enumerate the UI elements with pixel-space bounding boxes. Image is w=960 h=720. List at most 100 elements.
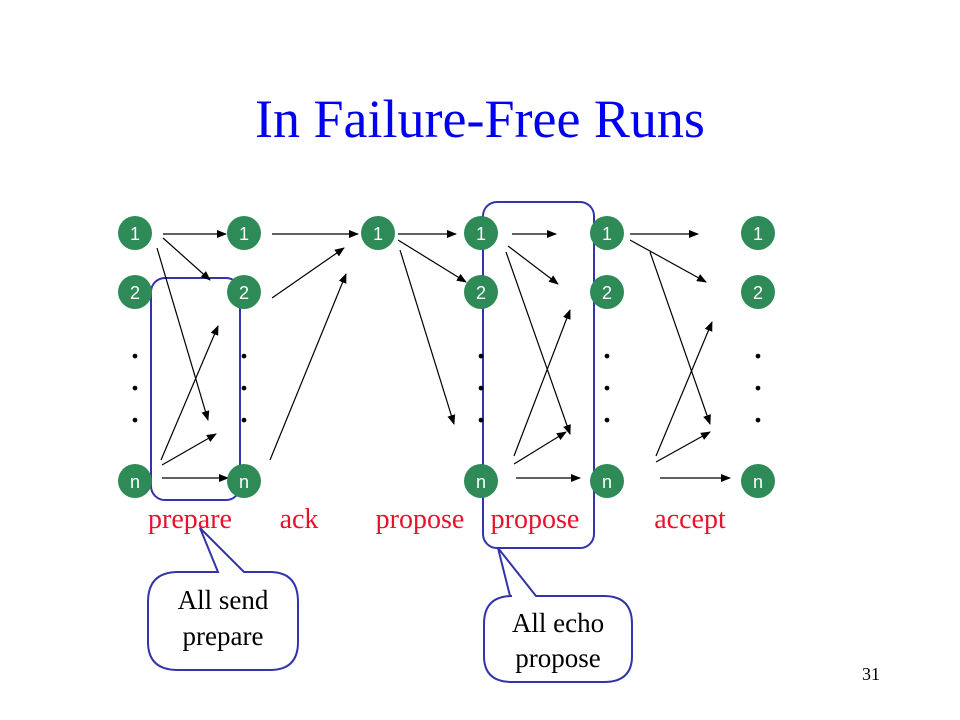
node-label: 1	[239, 224, 249, 244]
node-label: 2	[602, 283, 612, 303]
node-c1-two: 2	[118, 275, 152, 309]
node-circle	[741, 216, 775, 250]
ellipsis-dot: .	[130, 354, 140, 399]
node-circle	[118, 275, 152, 309]
ellipsis-dot: .	[602, 322, 612, 367]
node-label: 2	[239, 283, 249, 303]
message-arrow	[271, 247, 345, 299]
message-arrow	[156, 247, 210, 421]
ellipsis-dot: .	[239, 322, 249, 367]
phase-label-propose: propose	[491, 504, 580, 535]
message-arrow	[655, 321, 713, 457]
ellipsis-dot: .	[130, 322, 140, 367]
node-c2-one: 1	[227, 216, 261, 250]
node-label: 1	[753, 224, 763, 244]
ellipsis-dot: .	[239, 386, 249, 431]
node-circle	[118, 216, 152, 250]
node-label: 1	[373, 224, 383, 244]
message-arrow	[162, 237, 211, 281]
page-title: In Failure-Free Runs	[255, 89, 705, 149]
ellipsis-dot: .	[476, 354, 486, 399]
callout-1-line-1: All send	[178, 585, 269, 615]
node-circle	[590, 464, 624, 498]
node-circle	[590, 216, 624, 250]
callout-all-send-prepare: All send prepare	[147, 527, 299, 671]
node-c5-two: 2	[590, 275, 624, 309]
node-label: 2	[130, 283, 140, 303]
ellipsis-dot: .	[239, 354, 249, 399]
message-arrow	[399, 249, 456, 425]
node-c1-n: n	[118, 464, 152, 498]
process-nodes: 1 2 n... 1 2 n... 1 1 2 n... 1 2 n... 1 2 n...	[118, 216, 775, 498]
phase-label-propose: propose	[376, 504, 465, 535]
prepare-highlight-box	[150, 277, 241, 501]
node-c4-one: 1	[464, 216, 498, 250]
ellipsis-dot: .	[753, 322, 763, 367]
phase-label-ack: ack	[280, 504, 319, 535]
node-circle	[741, 464, 775, 498]
message-arrow	[629, 239, 707, 283]
message-arrows	[156, 230, 731, 482]
node-label: n	[602, 472, 612, 492]
node-label: 1	[476, 224, 486, 244]
message-arrow	[160, 325, 219, 461]
node-c2-n: n	[227, 464, 261, 498]
page-number: 31	[862, 664, 880, 684]
node-c3-one: 1	[361, 216, 395, 250]
message-arrow	[269, 273, 347, 461]
node-label: n	[239, 472, 249, 492]
ellipsis-dot: .	[476, 322, 486, 367]
message-arrow	[513, 309, 571, 457]
node-label: n	[753, 472, 763, 492]
node-circle	[227, 216, 261, 250]
node-c5-n: n	[590, 464, 624, 498]
node-c6-n: n	[741, 464, 775, 498]
ellipsis-dot: .	[602, 386, 612, 431]
node-c5-one: 1	[590, 216, 624, 250]
message-arrow	[649, 251, 711, 425]
message-arrow	[397, 239, 467, 283]
node-circle	[464, 216, 498, 250]
message-arrow	[161, 433, 217, 466]
message-arrow	[505, 251, 571, 435]
ellipsis-c5: ...	[602, 322, 612, 431]
callout-all-echo-propose: All echo propose	[483, 547, 633, 683]
message-arrow	[655, 431, 711, 463]
ellipsis-dot: .	[476, 386, 486, 431]
node-c4-two: 2	[464, 275, 498, 309]
callout-2-line-1: All echo	[512, 608, 604, 638]
message-arrow	[513, 431, 567, 465]
phase-label-prepare: prepare	[148, 504, 232, 535]
phase-labels: prepare ack propose propose accept	[148, 504, 726, 535]
ellipsis-c1: ...	[130, 322, 140, 431]
node-c2-two: 2	[227, 275, 261, 309]
node-circle	[227, 464, 261, 498]
node-label: n	[130, 472, 140, 492]
node-label: 2	[753, 283, 763, 303]
ellipsis-dot: .	[130, 386, 140, 431]
node-circle	[464, 275, 498, 309]
node-label: 2	[476, 283, 486, 303]
message-arrow	[507, 245, 559, 285]
node-circle	[464, 464, 498, 498]
node-circle	[361, 216, 395, 250]
node-circle	[590, 275, 624, 309]
callout-2-line-2: propose	[515, 643, 600, 673]
ellipsis-dot: .	[602, 354, 612, 399]
phase-label-accept: accept	[654, 504, 726, 535]
node-label: 1	[602, 224, 612, 244]
node-label: n	[476, 472, 486, 492]
ellipsis-dot: .	[753, 386, 763, 431]
callout-1-line-2: prepare	[183, 621, 264, 651]
ellipsis-c6: ...	[753, 322, 763, 431]
node-circle	[227, 275, 261, 309]
ellipsis-c2: ...	[239, 322, 249, 431]
ellipsis-c4: ...	[476, 322, 486, 431]
propose-echo-highlight-box	[482, 201, 595, 549]
node-c1-one: 1	[118, 216, 152, 250]
node-c6-one: 1	[741, 216, 775, 250]
node-circle	[741, 275, 775, 309]
ellipsis-dot: .	[753, 354, 763, 399]
node-c6-two: 2	[741, 275, 775, 309]
